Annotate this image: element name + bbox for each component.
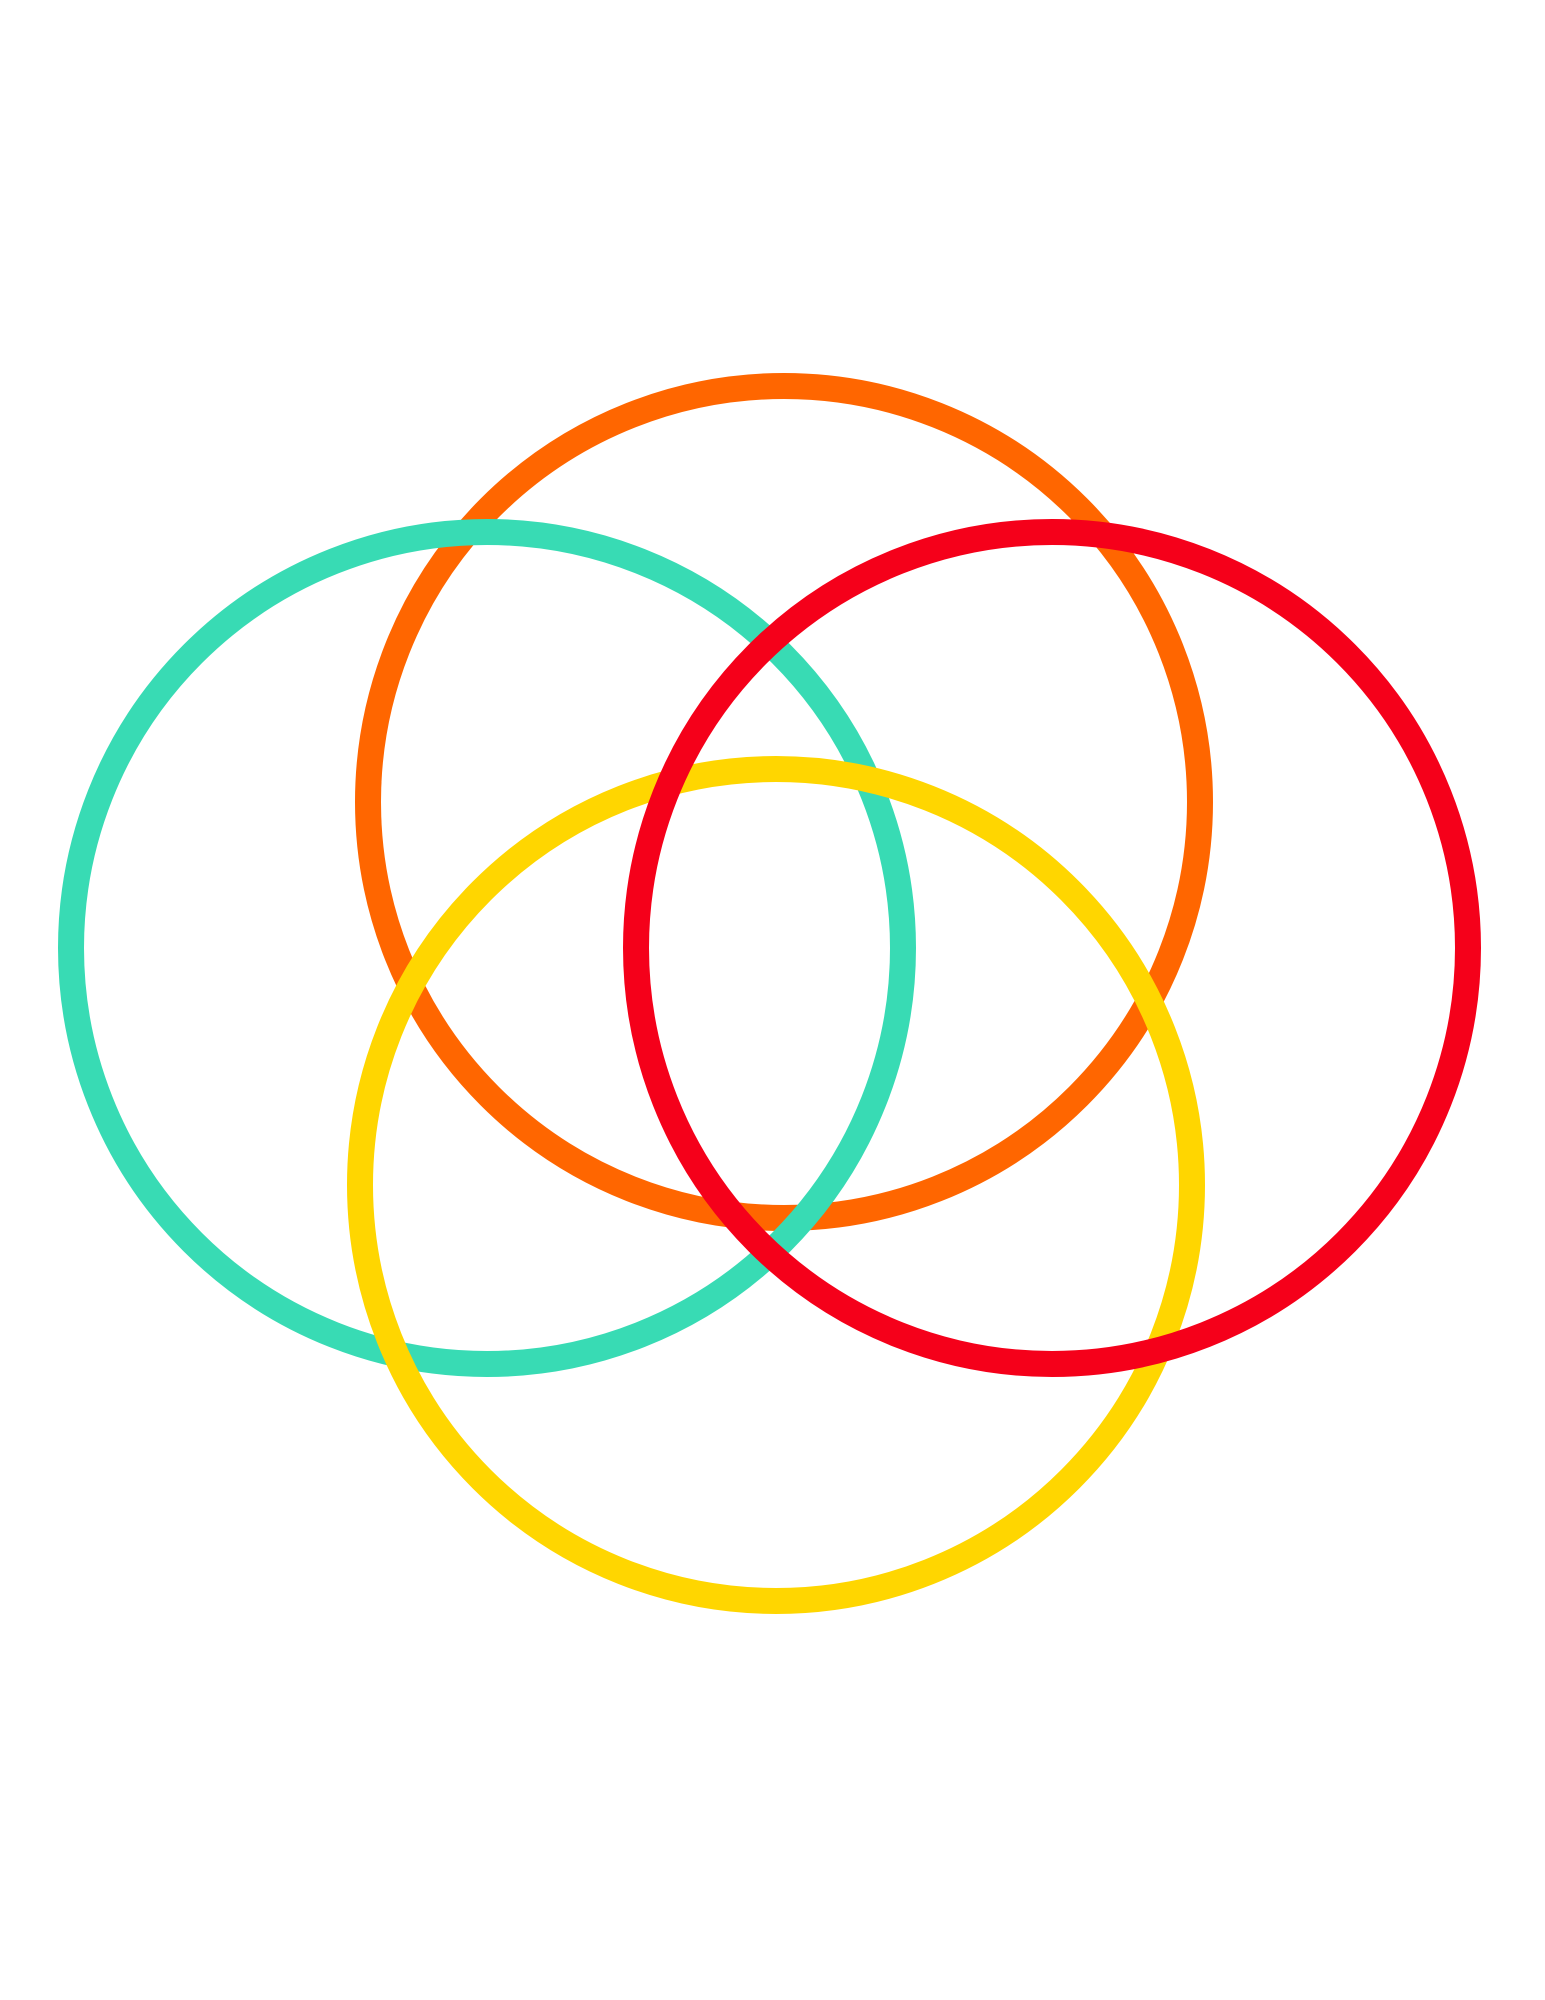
orange-ring bbox=[355, 373, 1213, 1231]
teal-ring bbox=[58, 519, 916, 1377]
red-ring bbox=[623, 519, 1481, 1377]
yellow-ring bbox=[347, 756, 1205, 1614]
